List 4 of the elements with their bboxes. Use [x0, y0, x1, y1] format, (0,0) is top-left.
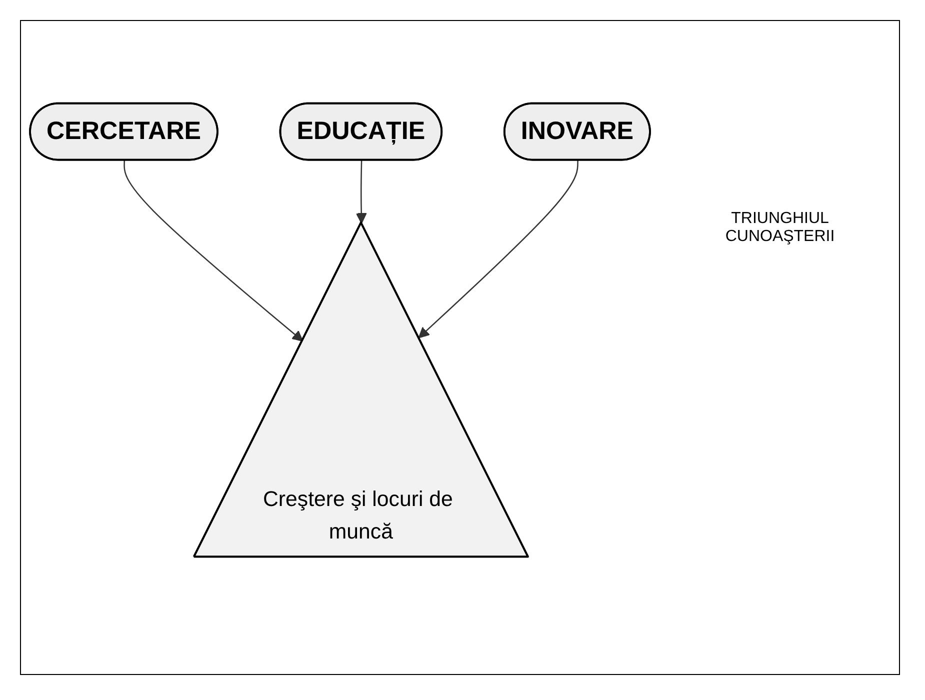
- arrow: [418, 160, 578, 338]
- diagram-label: TRIUNGHIUL CUNOAŞTERII: [724, 210, 836, 246]
- arrow: [356, 160, 367, 224]
- arrow: [124, 160, 304, 342]
